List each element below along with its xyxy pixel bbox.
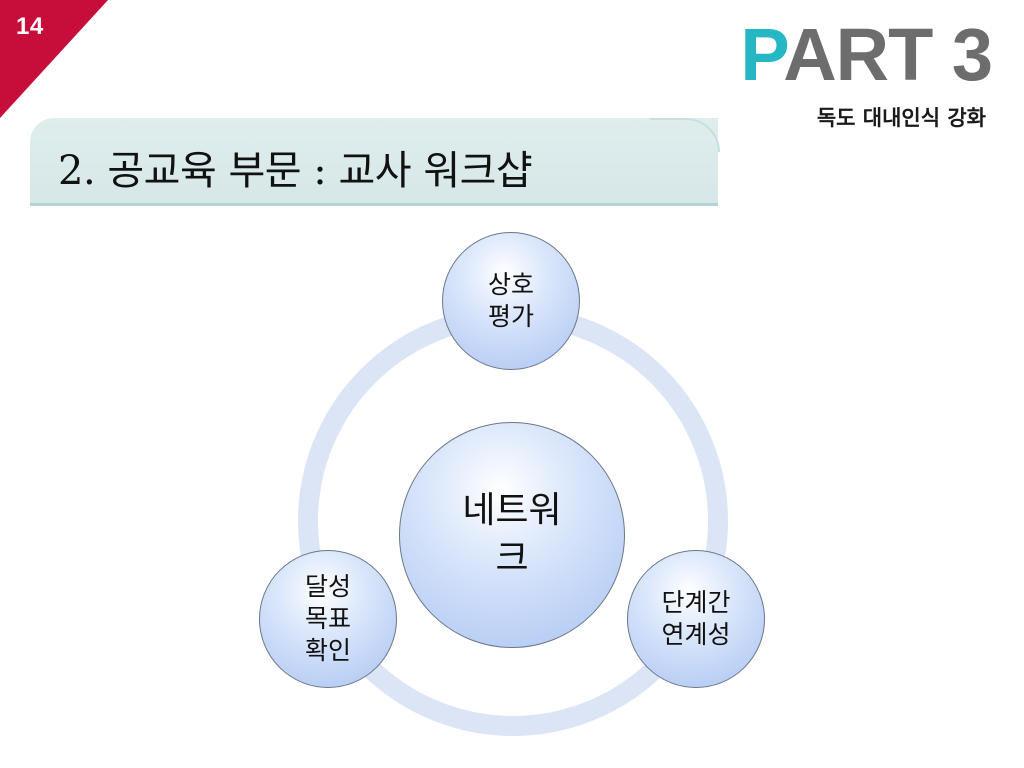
center-node-label: 네트워 크 [462,490,562,579]
part-title: PART 3 [740,18,993,92]
center-node: 네트워 크 [399,422,625,648]
node-left: 달성 목표 확인 [259,550,397,688]
title-bar: 2. 공교육 부문 : 교사 워크샵 [30,118,720,206]
part-title-accent: P [740,13,784,96]
node-top: 상호 평가 [442,232,580,370]
part-title-rest: ART 3 [783,13,993,96]
corner-banner [0,0,108,118]
node-left-label: 달성 목표 확인 [304,572,351,665]
slide-title: 2. 공교육 부문 : 교사 워크샵 [58,148,533,194]
node-top-label: 상호 평가 [487,270,534,331]
part-subtitle: 독도 대내인식 강화 [816,106,986,130]
page-number: 14 [16,13,44,40]
node-right: 단계간 연계성 [627,550,765,688]
node-right-label: 단계간 연계성 [661,588,731,649]
